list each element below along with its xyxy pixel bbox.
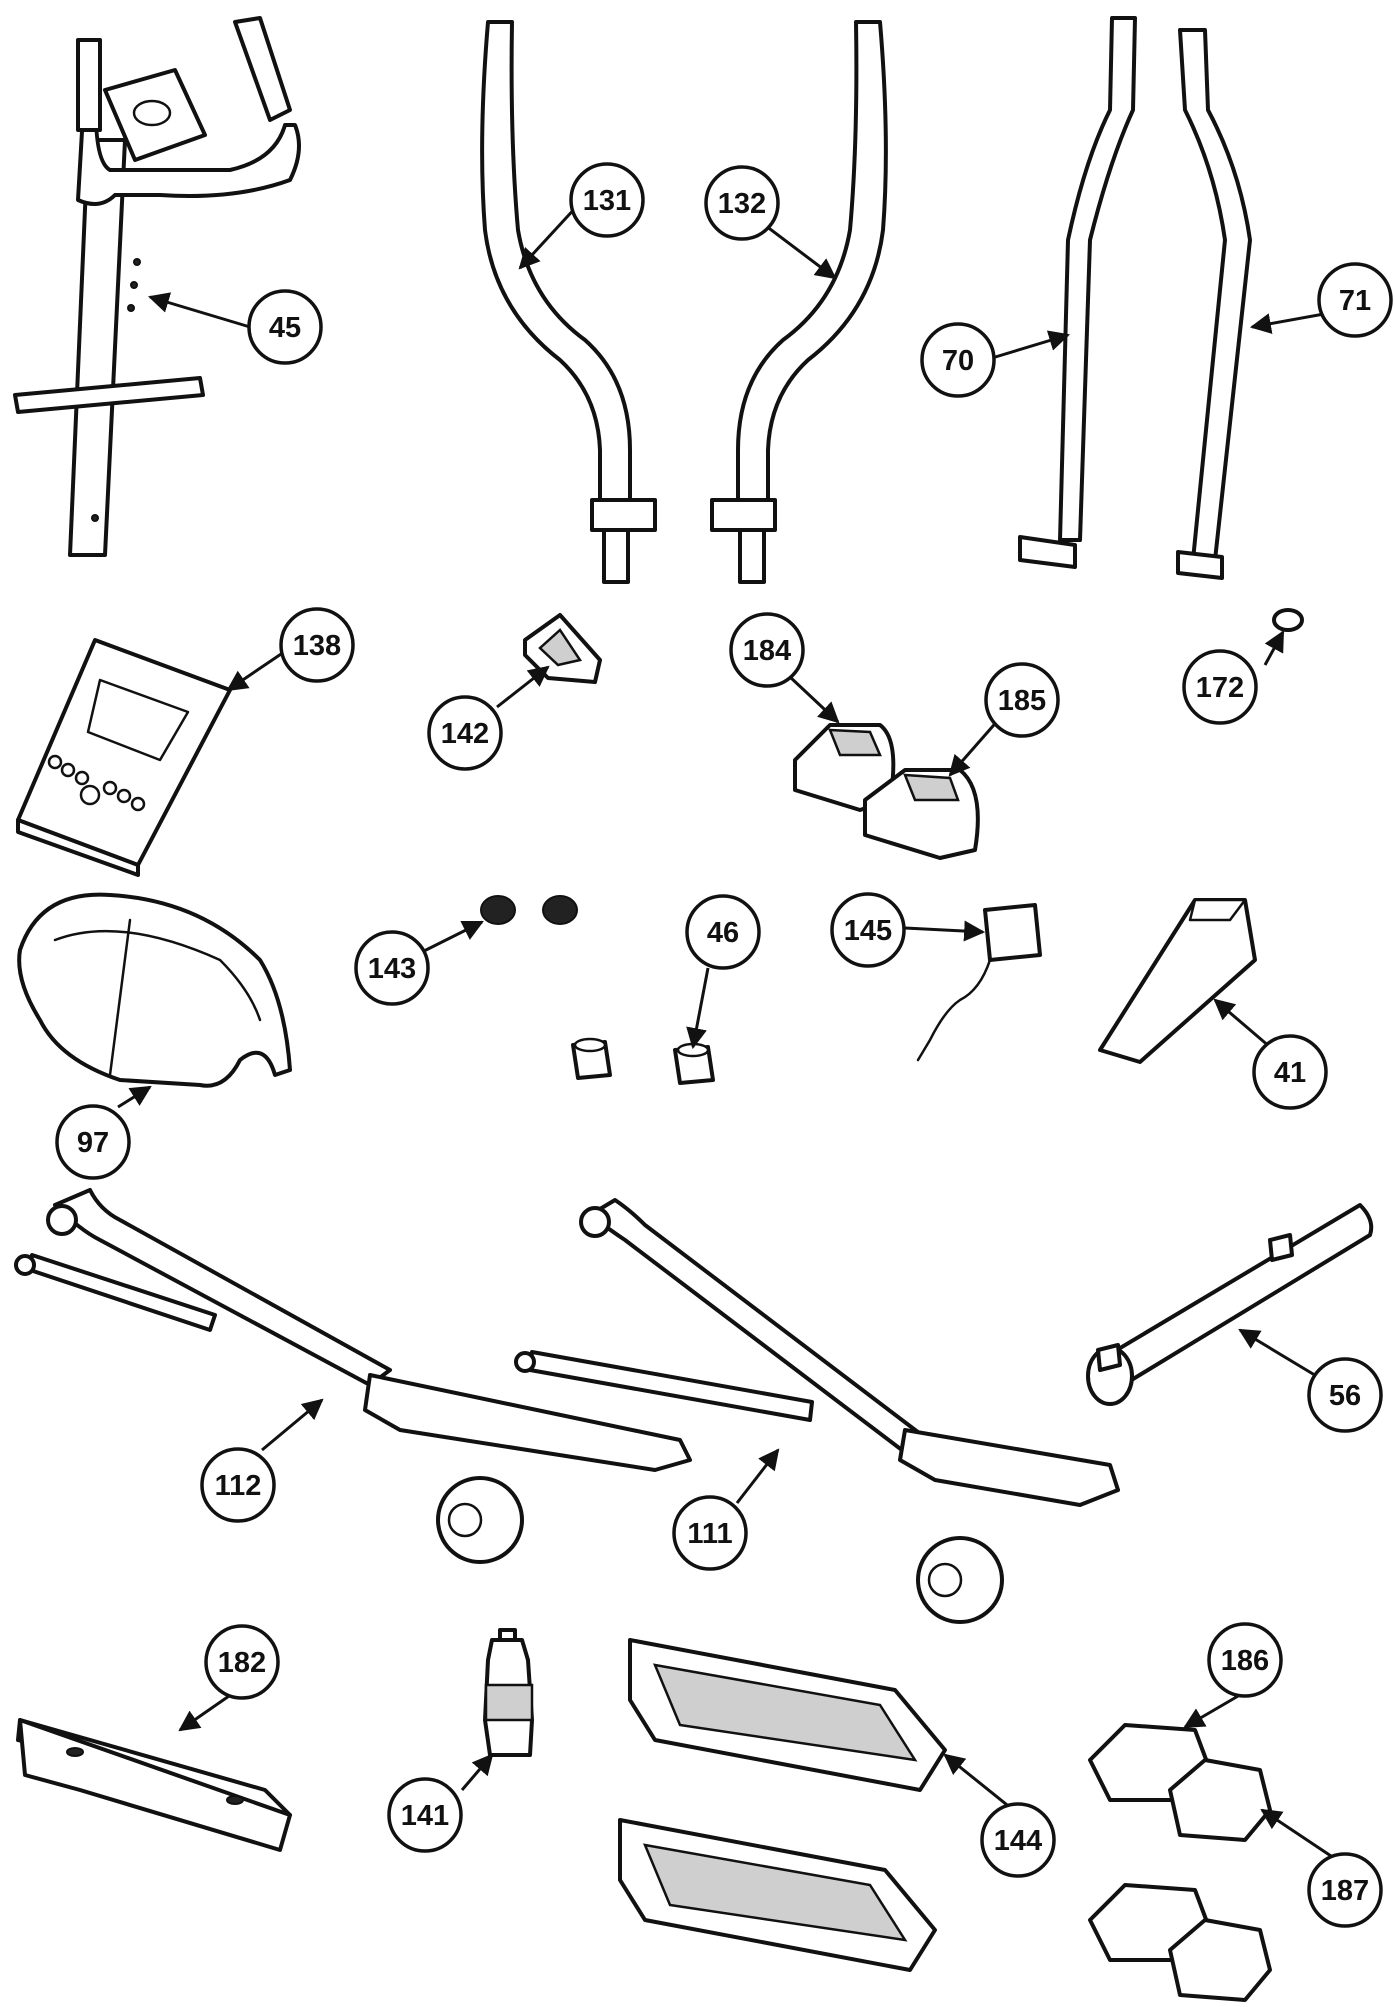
- callout-label: 46: [707, 917, 739, 949]
- callout-label: 141: [401, 1800, 449, 1832]
- callout-label: 138: [293, 630, 341, 662]
- part-138-console: [16, 638, 232, 877]
- callout-label: 143: [368, 953, 416, 985]
- callout-label: 112: [215, 1470, 262, 1502]
- callout-185: 185: [984, 662, 1060, 738]
- part-132-right-handle-arm: [710, 20, 888, 584]
- callout-172: 172: [1182, 649, 1258, 725]
- callout-label: 56: [1329, 1380, 1361, 1412]
- part-111-pedal-arm: [514, 1198, 1120, 1624]
- callout-145: 145: [830, 892, 906, 968]
- callout-label: 186: [1221, 1645, 1269, 1677]
- callout-label: 185: [998, 685, 1046, 717]
- part-97-shroud: [17, 892, 292, 1088]
- part-41-cover: [1098, 898, 1257, 1064]
- callout-label: 145: [844, 915, 892, 947]
- callout-label: 70: [942, 345, 974, 377]
- callout-187: 187: [1307, 1852, 1383, 1928]
- callout-131: 131: [569, 162, 645, 238]
- part-185-cover: [863, 768, 980, 860]
- callout-144: 144: [980, 1802, 1056, 1878]
- callout-label: 142: [441, 718, 489, 750]
- callout-97: 97: [55, 1104, 131, 1180]
- callout-112: 112: [200, 1447, 276, 1523]
- callout-label: 172: [1196, 672, 1244, 704]
- part-184-cover: [793, 723, 896, 812]
- callout-138: 138: [279, 607, 355, 683]
- part-145-adapter: [916, 903, 1042, 1062]
- callout-132: 132: [704, 165, 780, 241]
- callout-label: 187: [1321, 1875, 1369, 1907]
- part-71-upright-tube: [1176, 28, 1252, 580]
- callout-111: 111: [672, 1495, 748, 1571]
- callout-label: 144: [994, 1825, 1042, 1857]
- part-172-knob: [1272, 608, 1304, 632]
- callout-184: 184: [729, 612, 805, 688]
- callout-label: 71: [1339, 285, 1371, 317]
- callout-label: 41: [1274, 1057, 1306, 1089]
- callout-41: 41: [1252, 1034, 1328, 1110]
- part-131-left-handle-arm: [480, 20, 657, 584]
- callout-label: 131: [583, 185, 631, 217]
- leader-lines: [117, 203, 1341, 1864]
- callout-143: 143: [354, 930, 430, 1006]
- part-182-rail: [16, 1718, 292, 1852]
- callout-label: 132: [718, 188, 766, 220]
- part-70-upright-tube: [1018, 16, 1137, 569]
- callout-label: 45: [269, 312, 301, 344]
- part-112-pedal-arm: [14, 1188, 692, 1564]
- callout-label: 184: [743, 635, 791, 667]
- callout-182: 182: [204, 1624, 280, 1700]
- callout-186: 186: [1207, 1622, 1283, 1698]
- callout-70: 70: [920, 322, 996, 398]
- callout-label: 111: [687, 1518, 732, 1550]
- callout-56: 56: [1307, 1357, 1383, 1433]
- callout-141: 141: [387, 1777, 463, 1853]
- part-142-bracket: [523, 613, 602, 684]
- part-143-caps: [480, 895, 578, 925]
- callout-46: 46: [685, 894, 761, 970]
- callout-label: 182: [218, 1647, 266, 1679]
- callout-71: 71: [1317, 262, 1393, 338]
- part-144-pedals: [618, 1638, 947, 1972]
- part-56-axle: [1086, 1203, 1374, 1406]
- callout-142: 142: [427, 695, 503, 771]
- part-186-187-covers: [1088, 1723, 1272, 2002]
- part-45-handlebar-post: [13, 16, 301, 557]
- callout-label: 97: [77, 1127, 109, 1159]
- part-141-water-bottle: [483, 1628, 534, 1757]
- callout-45: 45: [247, 289, 323, 365]
